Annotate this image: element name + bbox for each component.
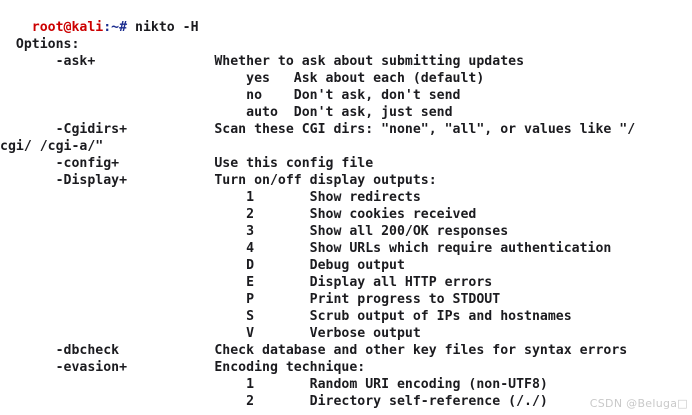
output-line: yes Ask about each (default): [0, 71, 485, 86]
output-line: 4 Show URLs which require authentication: [0, 241, 612, 256]
output-line: Options:: [0, 37, 80, 52]
output-line: 1 Random URI encoding (non-UTF8): [0, 377, 548, 392]
output-line: -Cgidirs+ Scan these CGI dirs: "none", "…: [0, 122, 636, 137]
output-line: 3 Show all 200/OK responses: [0, 224, 509, 239]
prompt-user-host: root@kali: [31, 20, 104, 35]
shell-prompt-line: root@kali:~# nikto -H: [0, 2, 199, 35]
output-line: -dbcheck Check database and other key fi…: [0, 343, 628, 358]
output-line: 2 Directory self-reference (/./): [0, 394, 548, 409]
output-line: E Display all HTTP errors: [0, 275, 493, 290]
output-line: no Don't ask, don't send: [0, 88, 461, 103]
output-line: 1 Show redirects: [0, 190, 421, 205]
output-line: D Debug output: [0, 258, 405, 273]
output-line: -evasion+ Encoding technique:: [0, 360, 366, 375]
prompt-path-symbol: :~#: [103, 20, 128, 35]
output-line: -Display+ Turn on/off display outputs:: [0, 173, 437, 188]
output-line: P Print progress to STDOUT: [0, 292, 501, 307]
output-line: 2 Show cookies received: [0, 207, 477, 222]
csdn-watermark: CSDN @Beluga□: [589, 397, 688, 410]
output-line: cgi/ /cgi-a/": [0, 139, 104, 154]
output-line: -config+ Use this config file: [0, 156, 374, 171]
output-line: V Verbose output: [0, 326, 421, 341]
output-line: S Scrub output of IPs and hostnames: [0, 309, 572, 324]
prompt-command-text: nikto -H: [127, 20, 199, 35]
output-line: -ask+ Whether to ask about submitting up…: [0, 54, 525, 69]
output-line: auto Don't ask, just send: [0, 105, 453, 120]
